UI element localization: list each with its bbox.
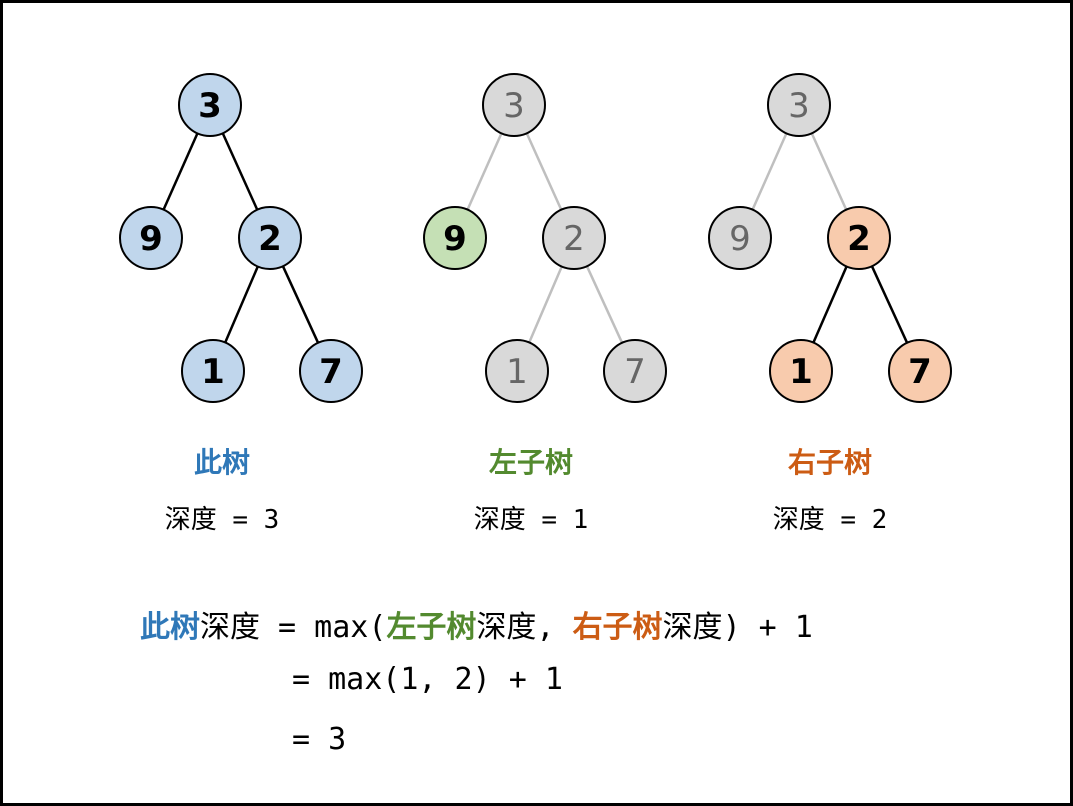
node-circle-left — [708, 206, 772, 270]
depth-right-subtree: 深度 = 2 — [772, 505, 888, 535]
tree-right-subtree: 3 9 2 1 7 — [708, 73, 952, 403]
node-circle-right-right — [299, 339, 363, 403]
node-circle-root — [482, 73, 546, 137]
formula-right-subtree: 右子树 — [572, 610, 663, 645]
formula-tail: ) + 1 — [722, 610, 813, 645]
node-value-right-right: 7 — [624, 352, 646, 392]
edge-root-right — [525, 132, 563, 211]
tree-this-tree: 3 9 2 1 7 — [119, 73, 363, 403]
depth-left-subtree: 深度 = 1 — [473, 505, 589, 535]
edge-right-right-right — [585, 265, 624, 344]
edge-root-left — [162, 132, 199, 211]
node-circle-left — [423, 206, 487, 270]
formula-depth-1: 深度 — [200, 610, 260, 645]
edge-right-right-left — [224, 266, 259, 343]
depth-this-tree: 深度 = 3 — [164, 505, 280, 535]
node-circle-right-right — [888, 339, 952, 403]
node-circle-right-right — [603, 339, 667, 403]
edge-right-right-right — [281, 265, 320, 344]
node-circle-right — [827, 206, 891, 270]
node-value-root: 3 — [198, 86, 222, 126]
formula-depth-3: 深度 — [662, 610, 723, 645]
formula-line-1: 此树深度 = max(左子树深度, 右子树深度) + 1 — [140, 602, 813, 646]
node-value-right-left: 1 — [506, 352, 528, 392]
node-value-root: 3 — [503, 86, 525, 126]
node-value-right: 2 — [258, 219, 282, 259]
edge-right-right-right — [870, 265, 909, 344]
node-value-right-right: 7 — [319, 352, 343, 392]
node-circle-root — [178, 73, 242, 137]
node-circle-root — [767, 73, 831, 137]
node-value-right-left: 1 — [201, 352, 225, 392]
formula-line-3: = 3 — [292, 722, 347, 757]
caption-this-tree: 此树 — [193, 446, 250, 479]
node-circle-right-left — [181, 339, 245, 403]
tree-left-subtree: 3 9 2 1 7 — [423, 73, 667, 403]
node-value-root: 3 — [788, 86, 810, 126]
node-value-right-right: 7 — [908, 352, 932, 392]
node-value-right: 2 — [847, 219, 871, 259]
edge-root-left — [466, 132, 503, 211]
node-circle-right — [542, 206, 606, 270]
edge-right-right-left — [812, 265, 848, 344]
edge-root-right — [810, 132, 848, 211]
formula-eq-max: = max( — [260, 610, 387, 645]
node-circle-right-left — [769, 339, 833, 403]
node-circle-left — [119, 206, 183, 270]
edge-right-right-left — [528, 266, 563, 343]
caption-left-subtree: 左子树 — [488, 446, 573, 479]
formula-left-subtree: 左子树 — [386, 610, 477, 645]
node-value-right-left: 1 — [789, 352, 813, 392]
formula-line-2: = max(1, 2) + 1 — [292, 662, 563, 697]
node-circle-right — [238, 206, 302, 270]
node-value-right: 2 — [563, 219, 585, 259]
formula-depth-2: 深度, — [476, 610, 573, 645]
formula-this-tree: 此树 — [140, 610, 200, 645]
edge-root-right — [221, 132, 259, 211]
node-circle-right-left — [485, 339, 549, 403]
node-value-left: 9 — [139, 219, 163, 259]
node-value-left: 9 — [729, 219, 751, 259]
edge-root-left — [751, 132, 788, 211]
caption-right-subtree: 右子树 — [787, 446, 872, 479]
node-value-left: 9 — [443, 219, 467, 259]
